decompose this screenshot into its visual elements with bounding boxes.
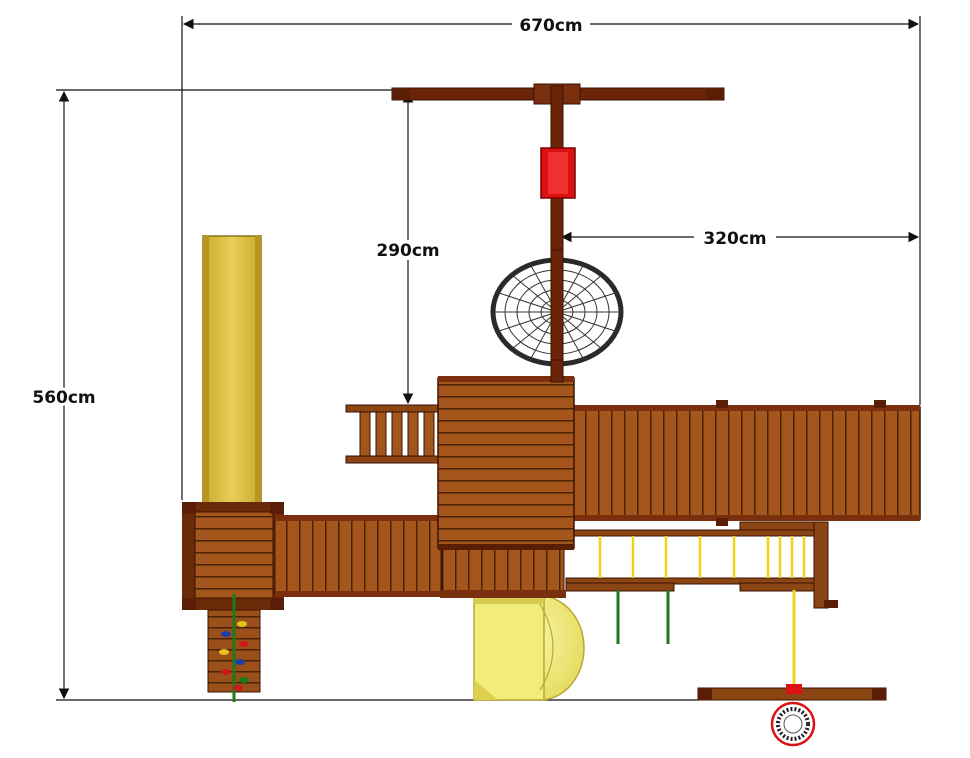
total-width-label: 670cm [519,16,582,36]
tube-slide [473,595,585,701]
total-depth-label: 560cm [32,388,95,408]
swing-crossbar-endcap-right [706,88,724,100]
swing-beam-depth-label: 290cm [376,241,439,261]
wave-slide [202,235,262,509]
monkey-bars [565,521,838,644]
web-swing-net [490,249,624,381]
rock-climbing-wall [207,594,261,702]
swing-crossbar-endcap-left [392,88,410,100]
entry-ladder [345,404,439,464]
swing-beam-assembly [391,83,725,383]
connecting-bridge [274,515,442,597]
center-tower [437,376,575,598]
swing-beam-offset-label: 320cm [703,229,766,249]
right-deck [571,400,921,526]
tire-swing [697,590,887,747]
left-tower [182,502,284,610]
